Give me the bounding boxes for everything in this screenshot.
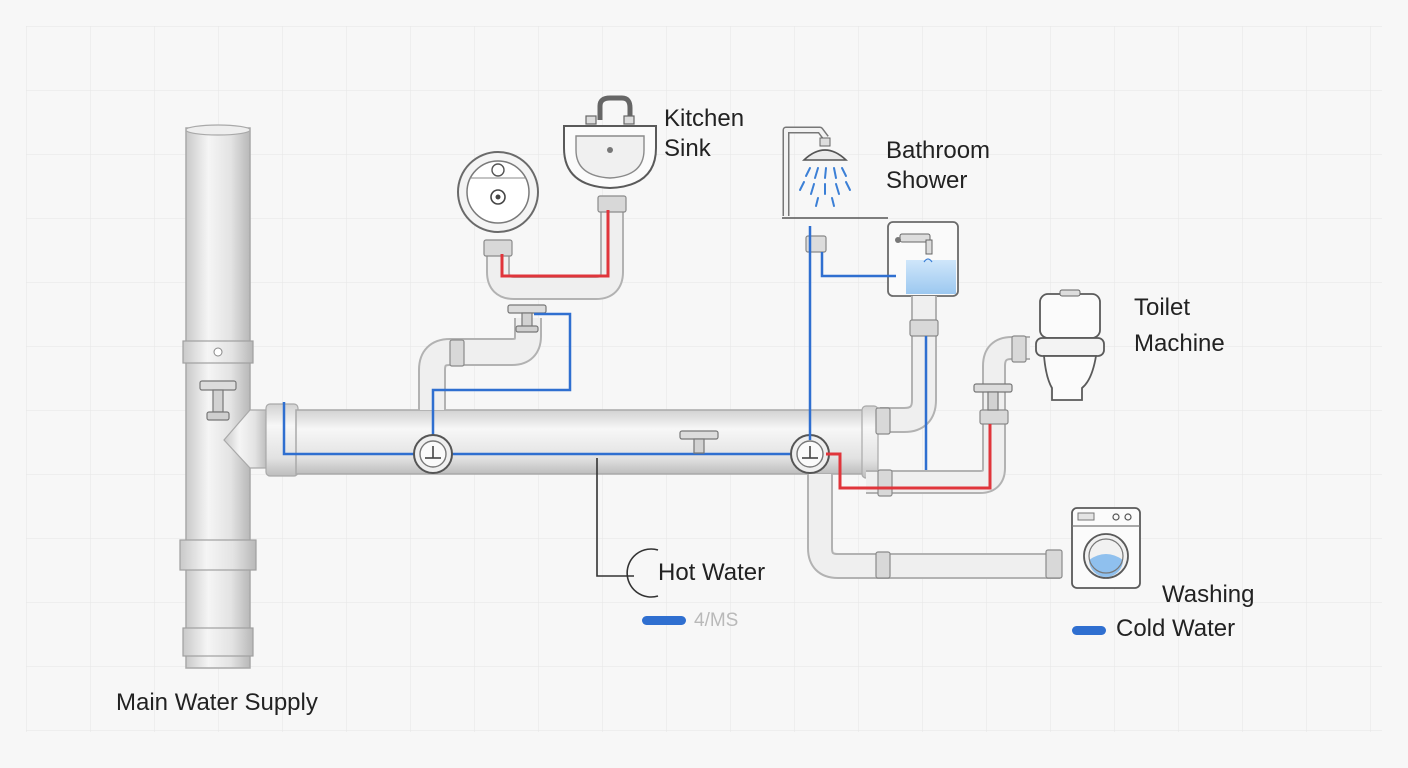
valve-icon: [973, 383, 1013, 411]
trunk-pipe: [223, 403, 879, 479]
legend-swatch-cold: [642, 616, 686, 625]
shower-icon: [782, 126, 888, 219]
cold-water-line: [431, 312, 572, 440]
toilet-machine-label: Toilet Machine: [1134, 294, 1225, 357]
bathroom-shower-label: Bathroom Shower: [886, 137, 991, 194]
water-heater-icon: [887, 221, 959, 297]
washing-machine-icon: [1071, 507, 1141, 589]
flow-meter-icon: [790, 434, 830, 474]
toilet-branch-pipe: [866, 335, 1030, 497]
kitchen-sink-icon: [563, 95, 657, 190]
cold-water-line: [282, 402, 418, 456]
hot-water-line: [500, 210, 610, 278]
hot-water-label: Hot Water: [658, 559, 766, 586]
legend-label-cold-water: Cold Water: [1116, 615, 1236, 642]
kitchen-sink-label: Kitchen Sink: [664, 105, 745, 162]
cold-water-line: [820, 252, 896, 278]
water-meter-icon: [457, 151, 539, 233]
hot-water-line: [826, 424, 992, 490]
branch-pipe-left: [418, 318, 542, 410]
legend-swatch-cold-water: [1072, 626, 1106, 635]
lower-branch-pipe: [807, 474, 1063, 579]
legend-label-muted: 4/MS: [694, 610, 739, 631]
heater-riser-pipe: [875, 296, 939, 435]
flow-meter-icon: [413, 434, 453, 474]
valve-icon: [199, 380, 237, 421]
background-grid: [26, 26, 1382, 732]
kitchen-branch-pipe: [483, 195, 627, 300]
callout-arc: [626, 548, 659, 598]
valve-icon: [507, 304, 547, 333]
toilet-icon: [1035, 289, 1105, 401]
callout-leader: [596, 458, 634, 577]
main-water-supply-label: Main Water Supply: [116, 689, 318, 716]
valve-icon: [679, 430, 719, 454]
washing-label: Washing: [1162, 581, 1255, 608]
